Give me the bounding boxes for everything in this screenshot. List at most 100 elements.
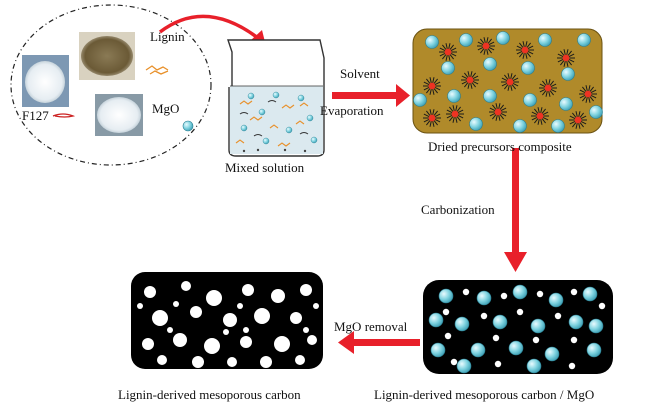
pore [192,356,204,368]
carbon-mgo-pores [442,288,606,370]
micelle-group [423,37,597,129]
f127-micelle [446,105,464,123]
mgo-sphere [548,292,564,308]
f127-micelle [477,37,495,55]
mgo-sphere [459,33,473,47]
mgo-sphere [551,119,565,133]
pore [494,360,502,368]
pore [223,329,229,335]
f127-micelle [439,43,457,61]
pore [303,327,309,333]
pore [442,308,450,316]
curved-arrow [158,14,260,40]
pore [290,312,302,324]
pore [444,332,452,340]
pore [492,334,500,342]
pore [173,333,187,347]
mgo-sphere-group [413,31,603,133]
pore [242,284,254,296]
mgo-sphere [544,346,560,362]
pore [271,289,285,303]
f127-micelle [423,77,441,95]
mgo-sphere [577,33,591,47]
carbon-mgo-block [423,280,613,374]
mgo-sphere [430,342,446,358]
f127-micelle [557,49,575,67]
pore [206,290,222,306]
mgo-sphere [428,312,444,328]
pore [313,303,319,309]
mgo-sphere [438,288,454,304]
lignin-legend-icon [145,65,169,75]
mgo-label: MgO [152,101,180,116]
f127-micelle [531,107,549,125]
mgo-sphere [589,105,603,119]
pore [167,327,173,333]
pore [480,312,488,320]
carbonization-arrow [504,148,527,272]
pore [243,327,249,333]
mgo-sphere [561,67,575,81]
mgo-sphere [508,340,524,356]
pore [142,338,154,350]
pore [568,362,576,370]
mgo-legend-icon [182,120,194,132]
lignin-label: Lignin [150,29,185,44]
f127-micelle [516,41,534,59]
mgo-sphere [586,342,602,358]
pore [307,335,317,345]
mgo-sphere [492,314,508,330]
pore [237,303,243,309]
mgo-sphere [470,342,486,358]
mixed-solution-label: Mixed solution [225,160,305,175]
f127-micelle [423,109,441,127]
mgo-sphere [530,318,546,334]
pore [204,338,220,354]
mgo-sphere [456,358,472,374]
pore [137,303,143,309]
pore [254,308,270,324]
carbonization-label: Carbonization [421,202,495,217]
carbon-mgo-spheres [428,284,604,374]
mgo-sphere [538,33,552,47]
mgo-sphere [582,286,598,302]
evaporation-label: Evaporation [320,103,384,118]
pore [144,286,156,298]
pore [223,313,237,327]
mgo-sphere [512,284,528,300]
mgo-sphere [441,61,455,75]
mgo-sphere [521,61,535,75]
pore [295,355,305,365]
pore [516,308,524,316]
mgo-sphere [526,358,542,374]
pore [181,281,191,291]
mgo-sphere [588,318,604,334]
mgo-sphere [568,314,584,330]
mgo-sphere [469,117,483,131]
pore [570,288,578,296]
pore [598,302,606,310]
mgo-sphere [476,290,492,306]
pore [462,288,470,296]
mgo-removal-label: MgO removal [334,319,408,334]
evaporation-arrow [332,84,410,107]
dried-composite-label: Dried precursors composite [428,139,572,154]
f127-micelle [489,103,507,121]
pore [152,310,168,326]
mgo-removal-arrow [338,331,420,354]
mgo-sphere [483,57,497,71]
pore [532,336,540,344]
f127-micelle [461,71,479,89]
mgo-sphere [559,97,573,111]
pore [227,357,237,367]
mgo-sphere [413,93,427,107]
f127-micelle [539,79,557,97]
mgo-sphere [425,35,439,49]
carbon-mgo-label: Lignin-derived mesoporous carbon / MgO [374,387,595,402]
f127-label: F127 [22,108,49,123]
mgo-sphere [513,119,527,133]
pore [300,284,312,296]
mgo-sphere [454,316,470,332]
